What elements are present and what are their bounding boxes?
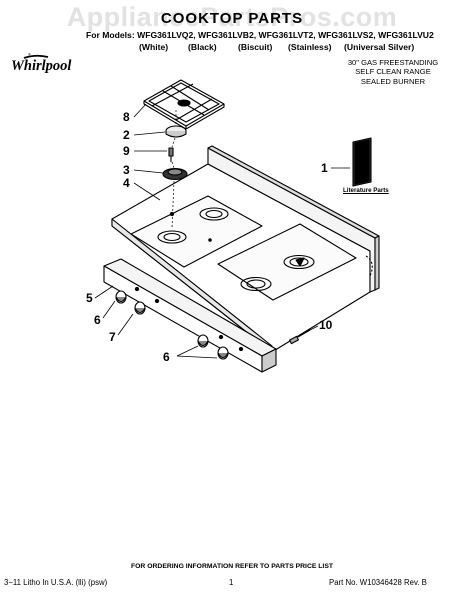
ordering-info: FOR ORDERING INFORMATION REFER TO PARTS … — [130, 563, 334, 570]
igniter-electrode — [168, 147, 174, 157]
registered-mark: ® — [28, 52, 31, 57]
burner-knobs — [115, 290, 229, 360]
literature-parts — [352, 137, 372, 187]
callout-10: 10 — [319, 318, 333, 332]
callout-3: 3 — [123, 163, 130, 177]
brand-name: Whirlpool — [11, 58, 72, 74]
page-number: 1 — [229, 578, 234, 587]
page-title: COOKTOP PARTS — [160, 10, 304, 27]
part-number: Part No. W10346428 Rev. B — [329, 578, 427, 587]
color-black: (Black) — [188, 42, 217, 52]
product-description: 30" GAS FREESTANDING SELF CLEAN RANGE SE… — [347, 58, 439, 86]
callout-5: 5 — [86, 291, 93, 305]
control-panel — [103, 258, 277, 373]
callout-7: 7 — [109, 330, 116, 344]
color-white: (White) — [139, 42, 169, 52]
literature-parts-label: Literature Parts — [343, 187, 389, 194]
knob-valve-holes — [134, 286, 244, 352]
cooktop — [111, 145, 380, 353]
color-biscuit: (Biscuit) — [238, 42, 273, 52]
callout-9: 9 — [123, 144, 130, 158]
callout-1: 1 — [321, 161, 328, 175]
whirlpool-logo — [23, 54, 49, 59]
grate — [143, 79, 225, 130]
litho-info: 3−11 Litho In U.S.A. (lli) (psw) — [4, 578, 108, 587]
watermark: AppliancePartsPros.com — [66, 2, 398, 32]
callout-6-left: 6 — [94, 313, 101, 327]
callout-8: 8 — [123, 110, 130, 124]
color-universal-silver: (Universal Silver) — [344, 42, 415, 52]
model-list: For Models: WFG361LVQ2, WFG361LVB2, WFG3… — [86, 30, 434, 40]
callout-6-right: 6 — [163, 350, 170, 364]
callout-2: 2 — [123, 128, 130, 142]
color-stainless: (Stainless) — [288, 42, 332, 52]
callout-4: 4 — [123, 176, 130, 190]
